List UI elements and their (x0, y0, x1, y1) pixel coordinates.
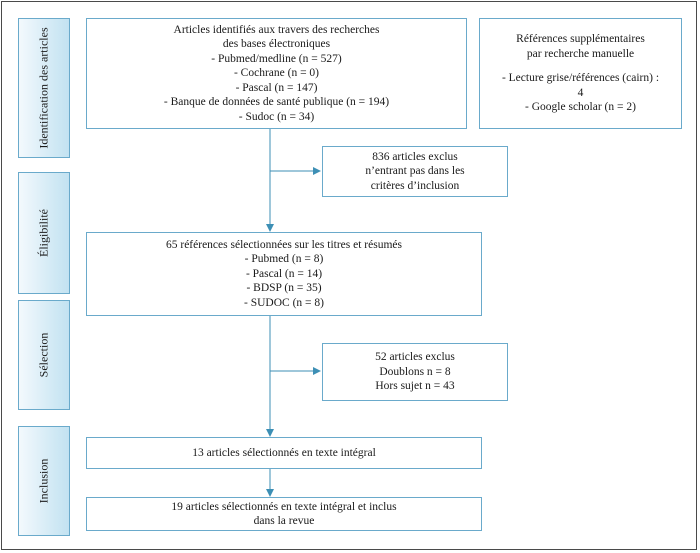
box-line: dans la revue (253, 515, 315, 527)
box-line: Hors sujet n = 43 (375, 380, 455, 393)
phase-identification: Identification des articles (18, 18, 70, 158)
box-line: 836 articles exclus (372, 150, 458, 163)
box-databases: Articles identifiés aux travers des rech… (86, 18, 467, 129)
phase-inclusion: Inclusion (18, 426, 70, 536)
box-selected-titles: 65 références sélectionnées sur les titr… (86, 232, 482, 316)
box-line: 65 références sélectionnées sur les titr… (166, 238, 402, 251)
box-line: 13 articles sélectionnés en texte intégr… (192, 446, 376, 459)
box-line: - Pubmed/medline (n = 527) (211, 52, 342, 65)
box-line: - Google scholar (n = 2) (525, 101, 636, 114)
box-excluded-criteria: 836 articles exclus n’entrant pas dans l… (322, 146, 508, 197)
box-line: - BDSP (n = 35) (246, 282, 322, 295)
box-line: - Banque de données de santé publique (n… (163, 96, 390, 109)
box-excluded-duplicates: 52 articles exclus Doublons n = 8 Hors s… (322, 343, 508, 401)
box-line: Références supplémentaires (516, 33, 645, 46)
box-line: - Cochrane (n = 0) (233, 67, 320, 80)
box-full-text: 13 articles sélectionnés en texte intégr… (86, 437, 482, 469)
box-line: - Pubmed (n = 8) (244, 253, 324, 266)
box-line: - Pascal (n = 14) (245, 267, 323, 280)
box-line: par recherche manuelle (526, 47, 635, 60)
box-line: 19 articles sélectionnés en texte intégr… (171, 500, 397, 513)
box-line: Doublons n = 8 (379, 365, 451, 378)
box-line: - Pascal (n = 147) (235, 81, 318, 94)
box-line: 4 (577, 86, 584, 99)
box-line: 52 articles exclus (375, 351, 455, 364)
box-line: - Lecture grise/références (cairn) : (501, 72, 660, 85)
box-line: Articles identifiés aux travers des rech… (173, 23, 380, 36)
box-included: 19 articles sélectionnés en texte intégr… (86, 497, 482, 531)
box-line: des bases électroniques (222, 38, 331, 51)
box-line: - Sudoc (n = 34) (238, 110, 315, 123)
box-manual-references: Références supplémentaires par recherche… (479, 18, 682, 129)
phase-eligibility: Éligibilité (18, 172, 70, 294)
phase-selection: Sélection (18, 300, 70, 410)
box-line: - SUDOC (n = 8) (244, 296, 324, 309)
box-line: n’entrant pas dans les (365, 165, 465, 178)
box-line: critères d’inclusion (370, 179, 460, 192)
